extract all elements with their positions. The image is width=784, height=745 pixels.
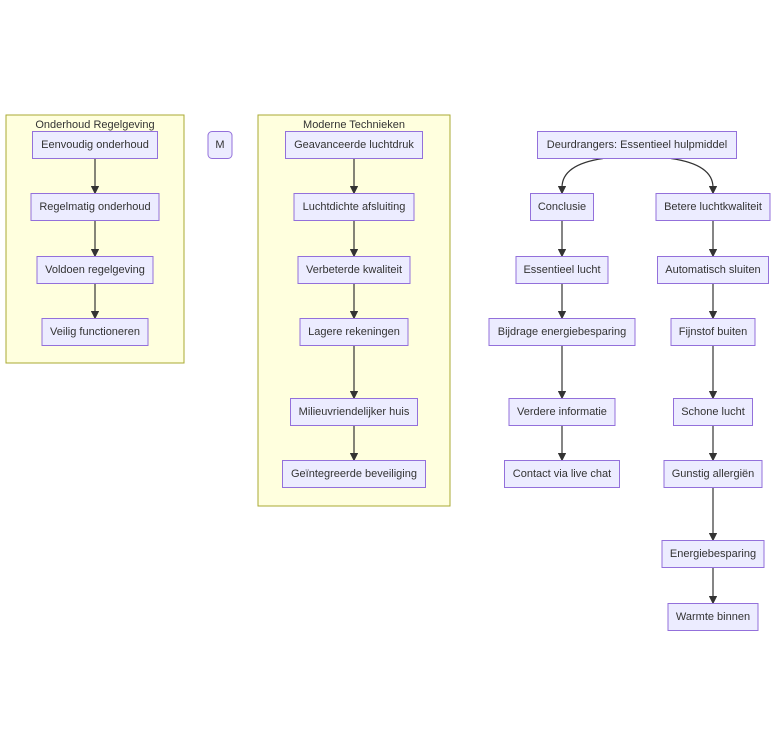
node-automatisch: Automatisch sluiten: [657, 256, 769, 284]
node-afsluiting: Luchtdichte afsluiting: [293, 193, 415, 221]
node-box: [673, 398, 753, 426]
node-box: [293, 193, 415, 221]
node-label: Gunstig allergiën: [672, 468, 755, 480]
clusters-layer: Onderhoud Regelgeving Moderne Technieken: [5, 114, 451, 507]
node-root: Deurdrangers: Essentieel hulpmiddel: [537, 131, 737, 159]
node-veilig: Veilig functioneren: [41, 318, 149, 346]
node-label: Verbeterde kwaliteit: [306, 264, 402, 276]
node-box: [30, 193, 160, 221]
node-fijnstof: Fijnstof buiten: [670, 318, 756, 346]
node-label: Voldoen regelgeving: [45, 264, 145, 276]
node-label: Verdere informatie: [517, 406, 607, 418]
node-bijdrage: Bijdrage energiebesparing: [488, 318, 636, 346]
node-label: Fijnstof buiten: [679, 326, 747, 338]
node-schone: Schone lucht: [673, 398, 753, 426]
node-betere: Betere luchtkwaliteit: [655, 193, 771, 221]
node-label: Milieuvriendelijker huis: [299, 406, 410, 418]
node-box: [282, 460, 426, 488]
node-label: Energiebesparing: [670, 548, 756, 560]
node-box: [32, 131, 158, 159]
node-box: [537, 131, 737, 159]
node-regelmatig: Regelmatig onderhoud: [30, 193, 160, 221]
node-box: [515, 256, 609, 284]
edges-layer: [90, 157, 718, 605]
node-voldoen: Voldoen regelgeving: [36, 256, 154, 284]
node-label: Geavanceerde luchtdruk: [294, 139, 414, 151]
node-box: [504, 460, 620, 488]
node-box: [36, 256, 154, 284]
node-box: [655, 193, 771, 221]
node-label: Deurdrangers: Essentieel hulpmiddel: [547, 139, 727, 151]
node-label: Conclusie: [538, 201, 586, 213]
node-box: [290, 398, 418, 426]
node-box: [508, 398, 616, 426]
node-label: Automatisch sluiten: [665, 264, 760, 276]
node-label: Luchtdichte afsluiting: [303, 201, 406, 213]
node-essentieel: Essentieel lucht: [515, 256, 609, 284]
node-conclusie: Conclusie: [530, 193, 594, 221]
node-label: Betere luchtkwaliteit: [664, 201, 762, 213]
node-beveiliging: Geïntegreerde beveiliging: [282, 460, 426, 488]
node-label: Contact via live chat: [513, 468, 611, 480]
node-label: Warmte binnen: [676, 611, 750, 623]
edge-root-to-conclusie: [557, 157, 604, 195]
node-box: [41, 318, 149, 346]
node-box: [657, 256, 769, 284]
node-luchtdruk: Geavanceerde luchtdruk: [285, 131, 423, 159]
node-eenvoudig: Eenvoudig onderhoud: [32, 131, 158, 159]
node-label: Eenvoudig onderhoud: [41, 139, 149, 151]
node-box: [285, 131, 423, 159]
node-label: Schone lucht: [681, 406, 745, 418]
node-contact: Contact via live chat: [504, 460, 620, 488]
node-box: [661, 540, 765, 568]
node-box: [299, 318, 409, 346]
node-label: Lagere rekeningen: [308, 326, 400, 338]
node-gunstig: Gunstig allergiën: [663, 460, 763, 488]
node-label: Bijdrage energiebesparing: [498, 326, 626, 338]
node-verdere: Verdere informatie: [508, 398, 616, 426]
node-box: [663, 460, 763, 488]
node-rekeningen: Lagere rekeningen: [299, 318, 409, 346]
node-box: [297, 256, 411, 284]
node-box: [667, 603, 759, 631]
cluster-title: Moderne Technieken: [303, 119, 405, 131]
node-box: [488, 318, 636, 346]
node-label: Essentieel lucht: [523, 264, 600, 276]
node-box: [670, 318, 756, 346]
node-milieu: Milieuvriendelijker huis: [290, 398, 418, 426]
cluster-title: Onderhoud Regelgeving: [35, 119, 154, 131]
node-label: Regelmatig onderhoud: [39, 201, 150, 213]
node-energiebesparing: Energiebesparing: [661, 540, 765, 568]
node-warmte: Warmte binnen: [667, 603, 759, 631]
node-m: M: [207, 131, 233, 159]
node-box: [207, 131, 233, 159]
edge-root-to-betere: [670, 157, 718, 195]
node-label: Geïntegreerde beveiliging: [291, 468, 417, 480]
node-label: M: [215, 139, 224, 151]
node-kwaliteit: Verbeterde kwaliteit: [297, 256, 411, 284]
node-label: Veilig functioneren: [50, 326, 140, 338]
node-box: [530, 193, 594, 221]
